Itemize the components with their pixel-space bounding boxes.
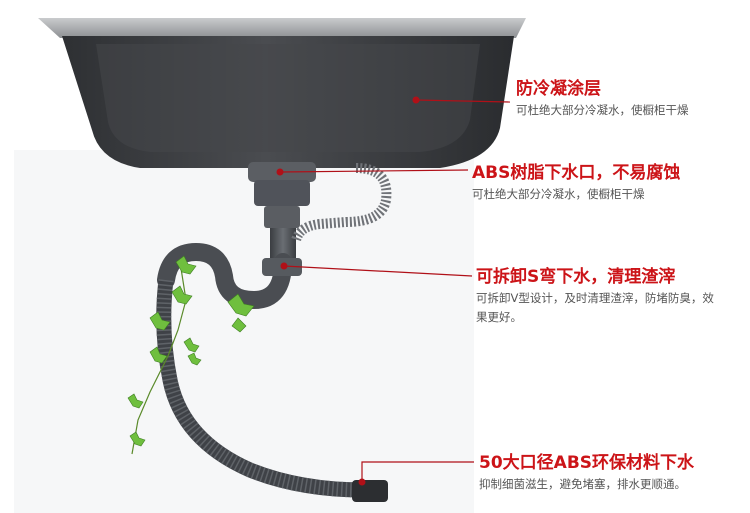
callout-abs-outlet: ABS树脂下水口，不易腐蚀 可杜绝大部分冷凝水，使橱柜干燥 (472, 162, 680, 204)
callout-title: 防冷凝涂层 (516, 79, 601, 99)
callout-drain-hose: 50大口径ABS环保材料下水 抑制细菌滋生，避免堵塞，排水更顺通。 (479, 452, 694, 494)
callout-leader-lines (279, 99, 511, 482)
callout-title: 可拆卸S弯下水，清理渣滓 (476, 267, 676, 287)
callout-description: 可拆卸V型设计，及时清理渣滓，防堵防臭，效果更好。 (476, 291, 714, 324)
callout-markers (276, 96, 420, 486)
callout-description: 可杜绝大部分冷凝水，使橱柜干燥 (472, 187, 645, 201)
callout-s-trap: 可拆卸S弯下水，清理渣滓 可拆卸V型设计，及时清理渣滓，防堵防臭，效果更好。 (476, 266, 721, 327)
callout-title: ABS树脂下水口，不易腐蚀 (472, 163, 681, 183)
callout-description: 抑制细菌滋生，避免堵塞，排水更顺通。 (479, 477, 686, 491)
callout-anti-condensation: 防冷凝涂层 可杜绝大部分冷凝水，使橱柜干燥 (516, 78, 689, 120)
callout-description: 可杜绝大部分冷凝水，使橱柜干燥 (516, 103, 689, 117)
basin-rim (38, 18, 526, 38)
ivy-decoration (127, 255, 255, 455)
hose-end-connector (352, 480, 388, 502)
callout-title: 50大口径ABS环保材料下水 (479, 453, 695, 473)
backdrop-panel (14, 150, 474, 513)
s-trap (157, 242, 292, 310)
